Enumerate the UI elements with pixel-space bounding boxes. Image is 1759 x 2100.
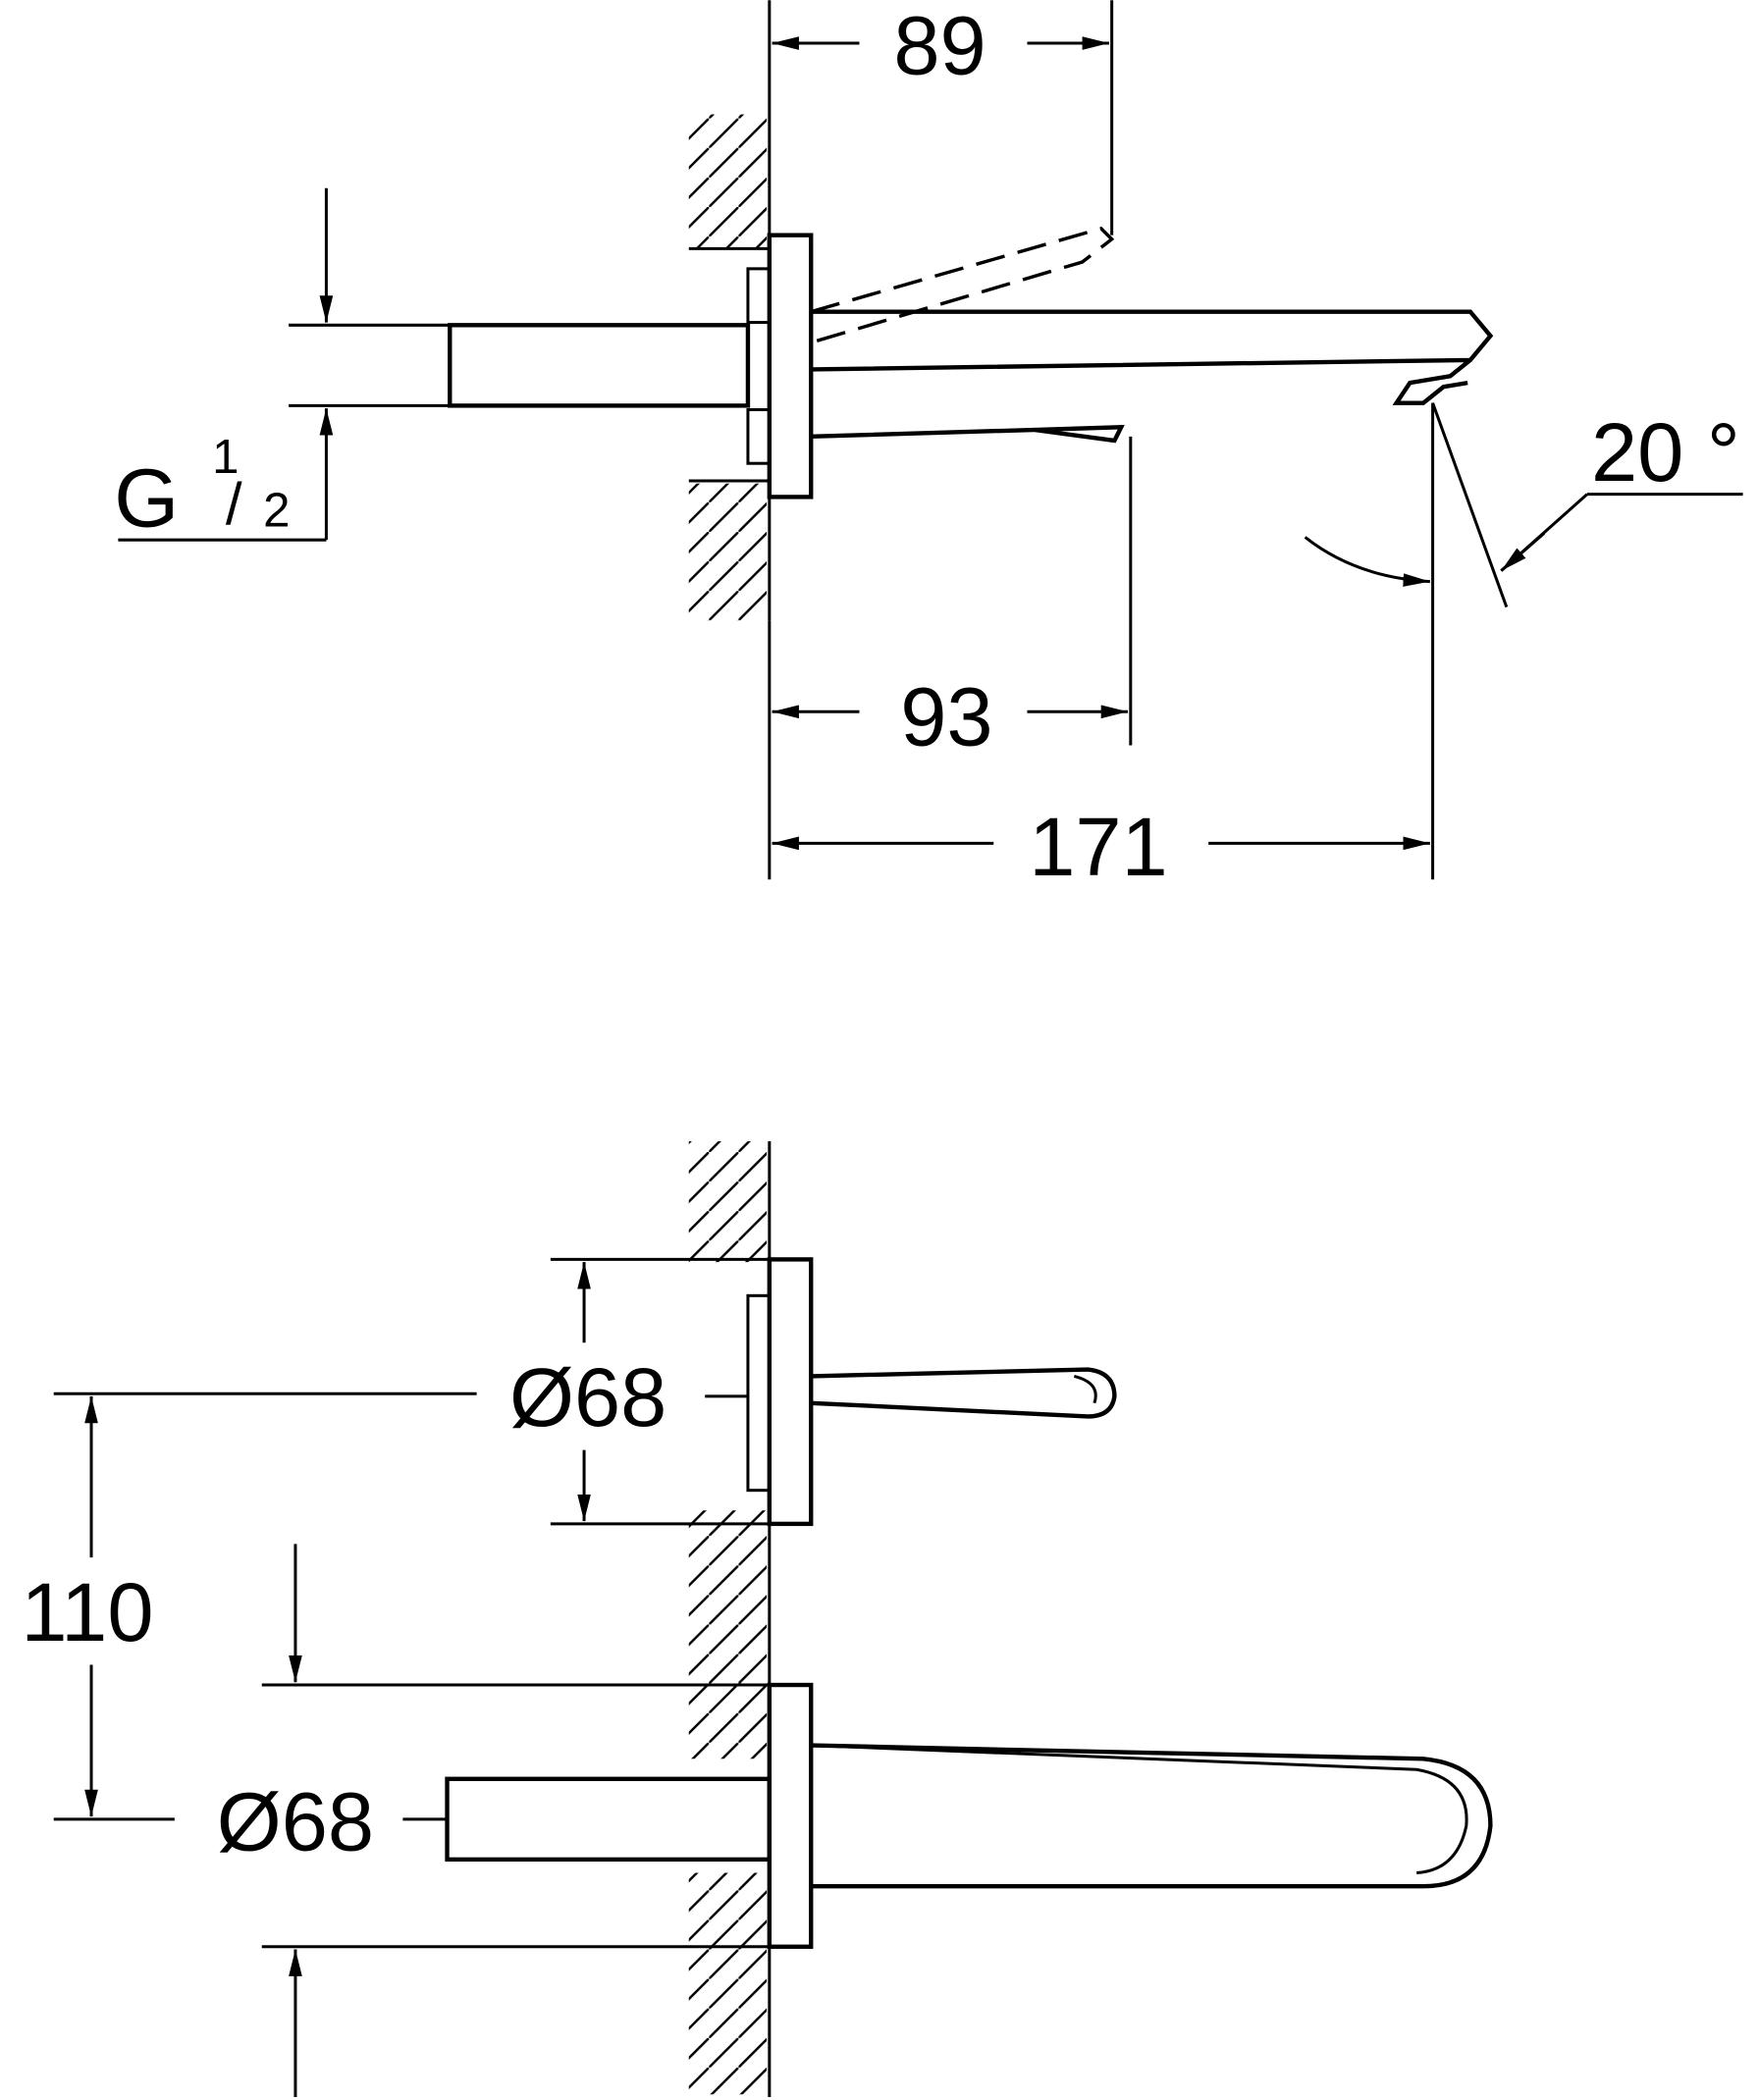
side-view: 89 G 1 / 2 93 171 20 ° (114, 0, 1743, 893)
dim-handle-diameter: Ø68 (509, 1350, 666, 1444)
spout (811, 309, 1494, 444)
dim-spout-diameter: Ø68 (217, 1774, 374, 1867)
spout-rosette (767, 1682, 814, 1949)
dim-93: 93 (900, 669, 992, 762)
svg-text:2: 2 (263, 484, 290, 538)
thread-label: G (114, 451, 179, 545)
svg-text:/: / (226, 471, 242, 537)
wall-hatch-top (688, 114, 768, 249)
inlet-pipe (448, 323, 751, 408)
dim-89: 89 (893, 0, 986, 92)
svg-text:1: 1 (212, 430, 239, 484)
wall-hatch-bottom (688, 483, 768, 621)
spout-raised-position (810, 226, 1115, 344)
handle-rosette (767, 1257, 814, 1527)
spout-outline (811, 1743, 1493, 1889)
wall-hatch (688, 1510, 768, 1759)
handle-lever (811, 1367, 1117, 1419)
angle-20: 20 ° (1591, 405, 1740, 499)
wall-hatch (688, 1872, 768, 2095)
dim-110: 110 (21, 1565, 153, 1658)
inlet-pipe (445, 1776, 773, 1863)
wall-hatch (688, 1141, 768, 1263)
dim-171: 171 (1029, 800, 1167, 893)
rosette (767, 233, 814, 499)
front-view: Ø68 110 Ø68 (21, 1141, 1493, 2097)
